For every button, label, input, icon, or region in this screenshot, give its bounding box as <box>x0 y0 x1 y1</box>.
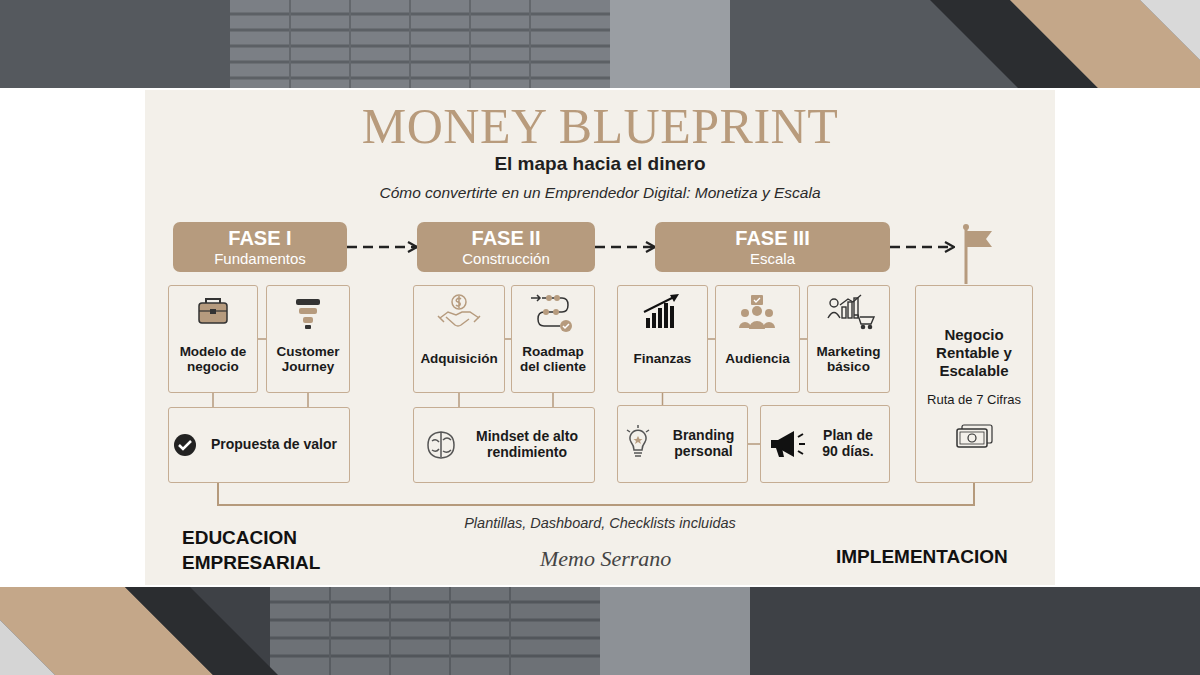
connector-line <box>748 443 760 445</box>
phase-header: FASE IIConstrucción <box>417 222 595 272</box>
topic-box: Customer Journey <box>266 285 350 393</box>
dashed-arrow <box>595 246 655 249</box>
subtitle: El mapa hacia el dinero <box>300 153 900 176</box>
phase-header: FASE IIIEscala <box>655 222 890 272</box>
check-icon <box>174 434 196 456</box>
topic-box: Plan de 90 días. <box>760 405 890 483</box>
building-top <box>0 0 1200 90</box>
title: MONEY BLUEPRINT <box>0 101 1200 151</box>
side-label: EDUCACION EMPRESARIAL <box>182 526 352 575</box>
connector-line <box>307 393 309 407</box>
result-heading: Negocio Rentable y Escalable <box>924 326 1024 380</box>
topic-text: Propuesta de valor <box>211 437 337 453</box>
connector-line <box>708 338 715 340</box>
handshake-icon <box>438 295 480 326</box>
brain-icon <box>428 432 454 458</box>
connector-line <box>212 393 214 407</box>
funnel-icon <box>296 299 320 329</box>
topic-text: Mindset de alto rendimiento <box>467 429 587 460</box>
side-label: IMPLEMENTACION <box>836 546 1036 569</box>
topic-text: Marketing básico <box>811 344 886 374</box>
topic-box: Mindset de alto rendimiento <box>413 407 595 483</box>
phase-name: Escala <box>750 250 795 268</box>
phase-number: FASE II <box>472 227 541 250</box>
topic-text: Branding personal <box>668 428 740 459</box>
topic-text: Audiencia <box>725 351 790 366</box>
roadmap-icon <box>531 295 572 332</box>
briefcase-icon <box>199 299 227 323</box>
topic-box: Audiencia <box>715 285 800 393</box>
phase-header: FASE IFundamentos <box>173 222 347 272</box>
phase-number: FASE III <box>735 227 809 250</box>
money-icon <box>957 425 992 447</box>
connector-line <box>662 393 664 405</box>
dashed-arrow-to-goal <box>890 246 954 249</box>
connector-line <box>552 393 554 407</box>
phase-name: Construcción <box>462 250 550 268</box>
bracket-connector <box>218 483 974 505</box>
signature: Memo Serrano <box>540 546 710 572</box>
connector-line <box>800 338 807 340</box>
phase-name: Fundamentos <box>214 250 306 268</box>
topic-box: Roadmap del cliente <box>511 285 595 393</box>
megaphone-icon <box>771 431 805 457</box>
goal-flag <box>963 224 992 284</box>
topic-text: Adquisición <box>420 351 497 366</box>
result-box: Negocio Rentable y EscalableRuta de 7 Ci… <box>915 285 1033 483</box>
paper-card <box>145 90 1055 585</box>
topic-text: Finanzas <box>634 351 692 366</box>
lightbulb-icon <box>627 425 649 456</box>
growth-chart-icon <box>644 294 679 328</box>
connector-line <box>458 393 460 407</box>
topic-box: Modelo de negocio <box>168 285 258 393</box>
audience-icon <box>739 295 775 329</box>
dashed-arrow <box>347 246 417 249</box>
connector-line <box>258 338 266 340</box>
topic-text: Modelo de negocio <box>172 344 254 374</box>
topic-text: Customer Journey <box>270 344 346 374</box>
topic-text: Roadmap del cliente <box>515 344 591 374</box>
tagline: Cómo convertirte en un Emprendedor Digit… <box>250 184 950 203</box>
topic-box: Propuesta de valor <box>168 407 350 483</box>
topic-box: Branding personal <box>617 405 748 483</box>
phase-number: FASE I <box>228 227 291 250</box>
topic-box: Marketing básico <box>807 285 890 393</box>
topic-box: Adquisición <box>413 285 505 393</box>
marketing-icon <box>828 295 874 329</box>
included-note: Plantillas, Dashboard, Checklists inclui… <box>350 515 850 532</box>
topic-box: Finanzas <box>617 285 708 393</box>
topic-text: Plan de 90 días. <box>815 428 881 459</box>
white-band <box>0 88 1200 587</box>
building-bottom <box>0 587 1200 675</box>
result-note: Ruta de 7 Cifras <box>927 392 1021 408</box>
